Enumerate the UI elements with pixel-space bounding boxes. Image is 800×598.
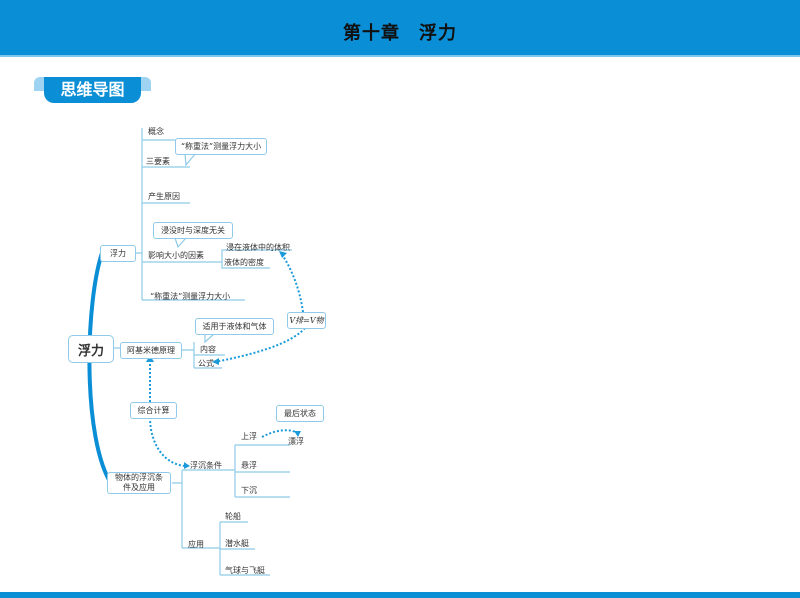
node-condition: 浮沉条件 xyxy=(190,461,222,470)
arrow-head xyxy=(279,251,287,258)
node-content: 内容 xyxy=(200,345,216,354)
node-submarine: 潜水艇 xyxy=(225,539,249,548)
node-factors: 影响大小的因素 xyxy=(148,251,204,260)
callout-fluids: 适用于液体和气体 xyxy=(195,318,274,335)
page-title: 第十章 浮力 xyxy=(343,23,457,44)
node-weighing: “称重法”测量浮力大小 xyxy=(150,292,231,301)
callout-final-state: 最后状态 xyxy=(276,405,324,422)
section-badge: 思维导图 xyxy=(34,77,151,103)
callout-pointer xyxy=(184,153,196,167)
node-sink-float: 物体的浮沉条件及应用 xyxy=(107,472,171,494)
dotted-arrow xyxy=(282,255,304,313)
node-buoyancy: 浮力 xyxy=(100,245,136,262)
connector xyxy=(180,342,225,369)
callout-weighing: “称重法”测量浮力大小 xyxy=(175,138,267,155)
dotted-arrow xyxy=(261,429,299,438)
node-float: 漂浮 xyxy=(288,437,304,446)
node-density: 液体的密度 xyxy=(224,258,264,267)
node-suspend: 悬浮 xyxy=(241,461,257,470)
arrow-head xyxy=(212,358,219,365)
dotted-arrow xyxy=(149,416,187,467)
root-node: 浮力 xyxy=(68,335,114,363)
callout-depth: 浸没时与深度无关 xyxy=(153,222,233,239)
node-volume: 浸在液体中的体积 xyxy=(226,243,290,252)
footer-bar xyxy=(0,592,800,598)
node-sink: 下沉 xyxy=(241,486,257,495)
node-three-elements: 三要素 xyxy=(146,157,170,166)
node-archimedes: 阿基米德原理 xyxy=(120,342,182,359)
node-cause: 产生原因 xyxy=(148,192,180,201)
node-application: 应用 xyxy=(188,540,204,549)
connector xyxy=(172,444,290,576)
formula-box: V排=V物 xyxy=(287,312,326,329)
node-concept: 概念 xyxy=(148,127,164,136)
connector xyxy=(135,128,245,301)
callout-pointer xyxy=(204,333,215,344)
arrow-head xyxy=(294,431,301,437)
connector xyxy=(221,249,292,269)
main-branch-curve xyxy=(87,249,114,487)
node-balloon: 气球与飞艇 xyxy=(225,566,265,575)
node-rise: 上浮 xyxy=(241,432,257,441)
node-formula: 公式 xyxy=(198,359,214,368)
node-ship: 轮船 xyxy=(225,512,241,521)
node-calculation: 综合计算 xyxy=(130,402,177,419)
callout-pointer xyxy=(174,237,187,249)
arrow-head xyxy=(184,462,190,469)
header-bar xyxy=(0,0,800,57)
